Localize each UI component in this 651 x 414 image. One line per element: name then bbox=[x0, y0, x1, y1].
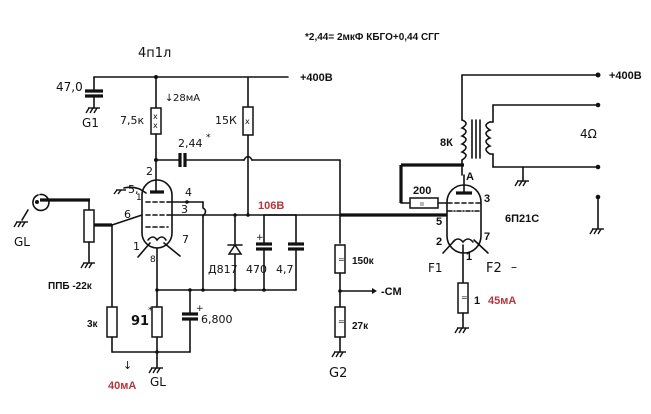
svg-text:=: = bbox=[461, 293, 468, 302]
supply-rail-left: +400В bbox=[93, 72, 333, 84]
speaker-impedance: 4Ω bbox=[580, 127, 597, 141]
ground-label-g1: G1 bbox=[82, 116, 99, 130]
resistor-27k-value: 27к bbox=[352, 321, 369, 332]
supply-label-left: +400В bbox=[300, 72, 333, 84]
anode-pin-label: A bbox=[466, 171, 474, 183]
svg-text:=: = bbox=[338, 317, 345, 326]
anode-resistor-value: 7,5к bbox=[120, 114, 144, 127]
output-tube: A 3 5 2 7 1 6П21С F1 F2 – bbox=[428, 171, 539, 284]
pin-label: 5, bbox=[128, 183, 139, 196]
capacitor-note: *2,44= 2мкФ КБГО+0,44 СГГ bbox=[305, 32, 440, 43]
current-arrow-icon: ↓ bbox=[123, 359, 132, 372]
filter-capacitor: 47,0 G1 bbox=[56, 76, 103, 130]
screen-voltage: 106В bbox=[258, 200, 284, 212]
ground-icon bbox=[85, 107, 100, 114]
screen-resistor-value: 15К bbox=[215, 114, 237, 127]
filter-cap-value: 47,0 bbox=[56, 80, 83, 94]
volume-potentiometer: ППБ -22к bbox=[48, 199, 143, 292]
input-jack: GL bbox=[13, 193, 90, 249]
ground-terminal bbox=[589, 194, 604, 235]
resistor-3k: 3к ↓ 40мА bbox=[87, 224, 191, 392]
filament-label-f2: F2 bbox=[486, 261, 502, 276]
resistor-3k-value: 3к bbox=[87, 319, 99, 330]
pin-label: 5 bbox=[436, 216, 442, 228]
ground-label-gl-cathode: GL bbox=[150, 375, 166, 389]
svg-text:ıı: ıı bbox=[420, 200, 424, 208]
filament-label-f1: F1 bbox=[428, 261, 443, 275]
bias-divider: = -СМ 150к = 27к G2 bbox=[329, 244, 402, 381]
output-current: 45мА bbox=[488, 295, 516, 307]
cathode-resistor-mark: * bbox=[148, 306, 153, 316]
cathode-network: 91 * GL + 6,800 bbox=[131, 288, 297, 389]
pin-label: 8 bbox=[150, 255, 156, 265]
pin-label: 7 bbox=[182, 233, 189, 246]
supply-label-right: +400В bbox=[609, 70, 642, 82]
pin-label: 7 bbox=[484, 231, 490, 243]
pin-label: 4 bbox=[185, 186, 192, 199]
grid-stopper-resistor: ıı 200 bbox=[399, 163, 464, 209]
pin-label: 1 bbox=[133, 240, 140, 253]
pin-label: 3 bbox=[484, 193, 490, 205]
volume-pot-value: ППБ -22к bbox=[48, 281, 93, 292]
anode-current: 28мА bbox=[173, 93, 200, 104]
coupling-cap-value: 2,44 bbox=[178, 137, 203, 150]
cathode-cap-value: 6,800 bbox=[201, 313, 233, 326]
pin-label: 1 bbox=[466, 251, 472, 263]
output-tube-label: 6П21С bbox=[505, 213, 539, 225]
pin-label: 3 bbox=[181, 203, 188, 216]
ground-label-gl-input: GL bbox=[14, 235, 30, 249]
cap-470-value: 470 bbox=[246, 263, 267, 276]
svg-text:x: x bbox=[153, 121, 158, 130]
coupling-capacitor: 2,44 * bbox=[154, 133, 341, 244]
pin-label: 6 bbox=[124, 208, 131, 221]
resistor-150k-value: 150к bbox=[352, 256, 375, 267]
cathode-resistor-1-value: 1 bbox=[474, 295, 480, 307]
grid-stopper-value: 200 bbox=[413, 185, 431, 197]
current-arrow-icon: ↓ bbox=[165, 93, 173, 104]
pin-label: 1 bbox=[136, 193, 142, 203]
pin-label: 2 bbox=[146, 165, 153, 178]
screen-resistor: x 15К bbox=[215, 76, 254, 216]
output-cathode-resistor: = 1 45мА bbox=[454, 282, 516, 334]
bias-label: -СМ bbox=[381, 286, 402, 298]
ground-label-g2: G2 bbox=[329, 366, 347, 381]
svg-text:+: + bbox=[256, 233, 264, 243]
filament-sign: – bbox=[511, 260, 517, 274]
driver-current: 40мА bbox=[108, 380, 136, 392]
coupling-cap-mark: * bbox=[206, 133, 211, 143]
anode-resistor: x x 7,5к 28мА ↓ bbox=[120, 75, 200, 181]
driver-tube-label: 4п1л bbox=[138, 46, 171, 61]
cathode-resistor-value: 91 bbox=[131, 314, 149, 329]
primary-impedance: 8К bbox=[440, 137, 453, 149]
svg-text:x: x bbox=[245, 117, 250, 126]
pin-label: 2 bbox=[436, 236, 442, 248]
svg-text:x: x bbox=[153, 112, 158, 121]
svg-text:=: = bbox=[338, 255, 345, 264]
svg-text:+: + bbox=[196, 304, 204, 314]
cap-47-value: 4,7 bbox=[276, 263, 294, 276]
driver-tube: 2 5, 1 4 3 6 1 8 7 bbox=[113, 165, 341, 291]
screen-regulator: Д817 + 470 4,7 106В bbox=[208, 200, 304, 291]
zener-label: Д817 bbox=[208, 263, 238, 276]
output-transformer: +400В 8К 4Ω bbox=[440, 70, 642, 187]
